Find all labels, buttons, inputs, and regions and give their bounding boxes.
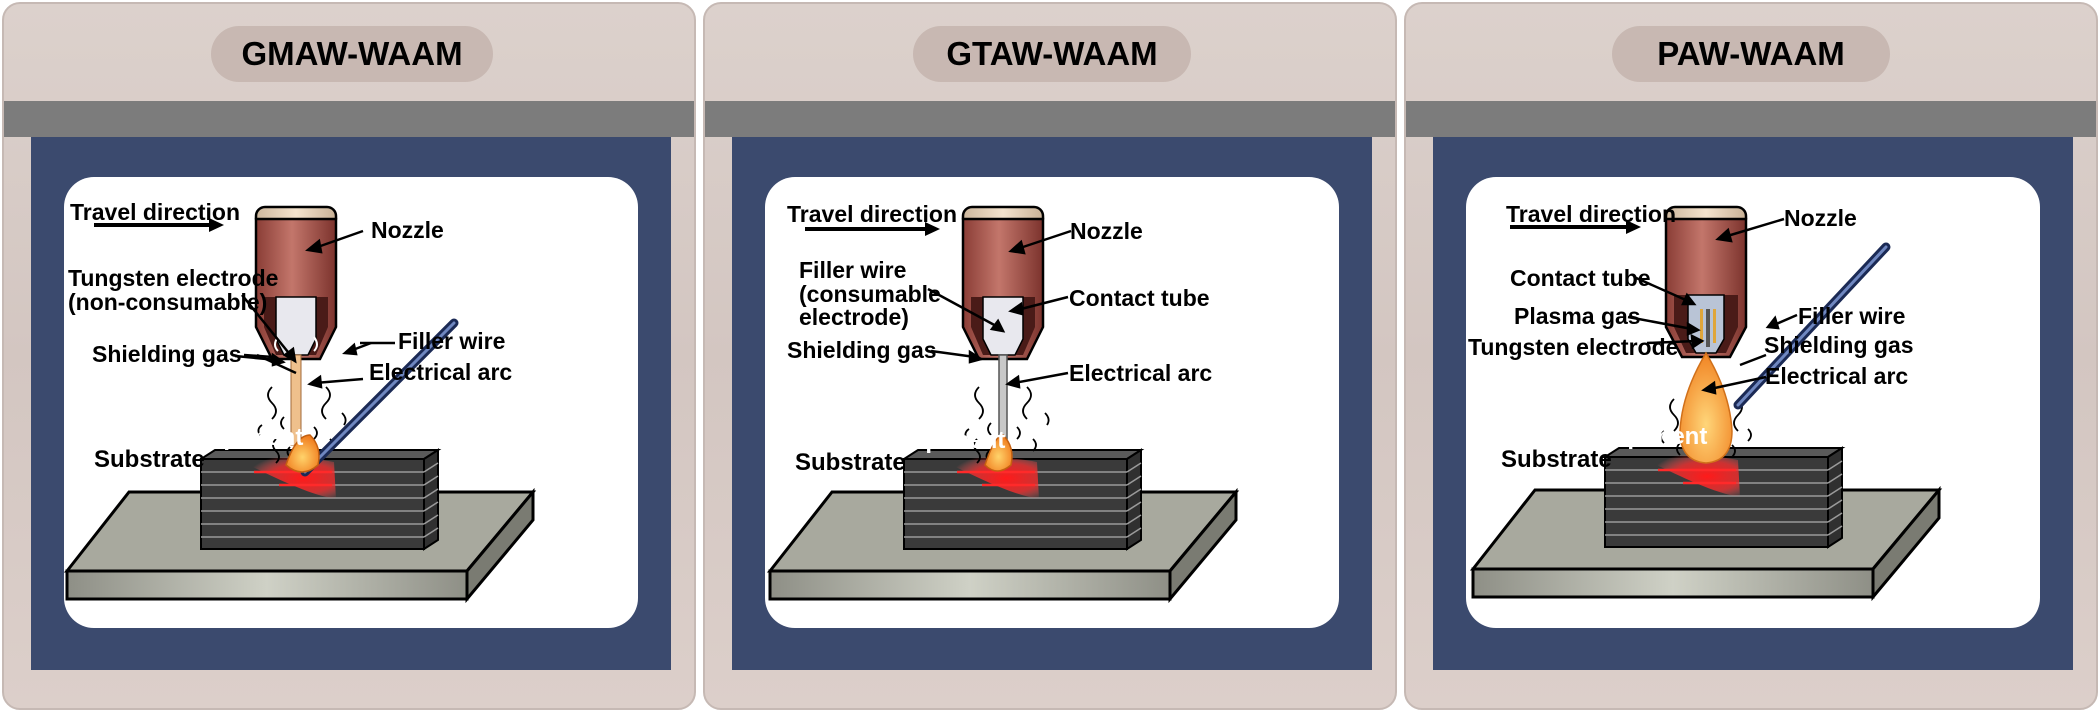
diagram-frame: Travel direction Nozzle Contact tube Pla… bbox=[1433, 137, 2073, 670]
label-electrical-arc: Electrical arc bbox=[1069, 360, 1213, 386]
panel-title: PAW-WAAM bbox=[1612, 26, 1890, 82]
label-electrode: electrode) bbox=[799, 304, 909, 330]
label-filler-wire: Filler wire bbox=[799, 257, 907, 283]
substrate-side bbox=[1168, 487, 1238, 604]
label-substrate: Substrate bbox=[795, 449, 906, 476]
substrate-side bbox=[1871, 485, 1941, 602]
label-tungsten-electrode: Tungsten electrode bbox=[1468, 334, 1679, 360]
label-contact-tube: Contact tube bbox=[1510, 265, 1651, 291]
melt-pool bbox=[1646, 455, 1740, 497]
label-consumable: (consumable bbox=[799, 281, 941, 307]
label-nozzle: Nozzle bbox=[371, 217, 444, 243]
label-plasma-gas: Plasma gas bbox=[1514, 303, 1641, 329]
electrical-arc bbox=[1679, 351, 1733, 464]
label-component: Component bbox=[170, 424, 304, 451]
plasma-gas bbox=[1700, 309, 1703, 343]
panel-title: GTAW-WAAM bbox=[913, 26, 1191, 82]
travel-arrow bbox=[209, 218, 224, 232]
label-contact-tube: Contact tube bbox=[1069, 285, 1210, 311]
diagram-frame: Travel direction Nozzle Filler wire (con… bbox=[732, 137, 1372, 670]
label-filler-wire: Filler wire bbox=[398, 328, 506, 354]
panel-gtaw: GTAW-WAAM bbox=[703, 2, 1397, 710]
label-nozzle: Nozzle bbox=[1070, 218, 1143, 244]
label-electrical-arc: Electrical arc bbox=[369, 359, 513, 385]
label-electrical-arc: Electrical arc bbox=[1765, 363, 1909, 389]
diagram-card: Travel direction Nozzle Filler wire (con… bbox=[765, 177, 1339, 628]
travel-arrow bbox=[1626, 220, 1641, 234]
label-tungsten-electrode: Tungsten electrode bbox=[68, 265, 279, 291]
header-bar bbox=[1406, 101, 2096, 137]
label-substrate: Substrate bbox=[1501, 446, 1612, 473]
substrate-side bbox=[465, 487, 535, 604]
label-shielding-gas: Shielding gas bbox=[92, 341, 242, 367]
label-non-consumable: (non-consumable) bbox=[68, 289, 268, 315]
label-component: Component bbox=[872, 427, 1006, 454]
label-travel-direction: Travel direction bbox=[70, 199, 241, 225]
substrate-front bbox=[768, 569, 1172, 601]
diagram-card: Travel direction Nozzle Contact tube Pla… bbox=[1466, 177, 2040, 628]
label-shielding-gas: Shielding gas bbox=[787, 337, 937, 363]
substrate-front bbox=[65, 569, 469, 601]
label-shielding-gas: Shielding gas bbox=[1764, 332, 1914, 358]
melt-pool bbox=[945, 457, 1039, 499]
panel-title: GMAW-WAAM bbox=[211, 26, 493, 82]
label-component: Component bbox=[1574, 423, 1708, 450]
label-travel-direction: Travel direction bbox=[1506, 201, 1677, 227]
panel-paw: PAW-WAAM bbox=[1404, 2, 2098, 710]
electrical-arc bbox=[285, 434, 320, 473]
electrical-arc bbox=[984, 434, 1013, 472]
diagram-card: Travel direction Nozzle Tungsten electro… bbox=[64, 177, 638, 628]
tungsten-electrode bbox=[1706, 309, 1710, 347]
header-bar bbox=[4, 101, 694, 137]
substrate-front bbox=[1471, 567, 1875, 599]
label-travel-direction: Travel direction bbox=[787, 201, 958, 227]
header-bar bbox=[705, 101, 1395, 137]
diagram-frame: Travel direction Nozzle Tungsten electro… bbox=[31, 137, 671, 670]
label-nozzle: Nozzle bbox=[1784, 205, 1857, 231]
label-filler-wire: Filler wire bbox=[1798, 303, 1906, 329]
paw-illustration bbox=[1469, 205, 1943, 602]
gmaw-illustration bbox=[64, 205, 537, 604]
gtaw-illustration bbox=[766, 205, 1240, 604]
panel-gmaw: GMAW-WAAM bbox=[2, 2, 696, 710]
label-substrate: Substrate bbox=[94, 446, 205, 473]
travel-arrow bbox=[925, 222, 940, 236]
